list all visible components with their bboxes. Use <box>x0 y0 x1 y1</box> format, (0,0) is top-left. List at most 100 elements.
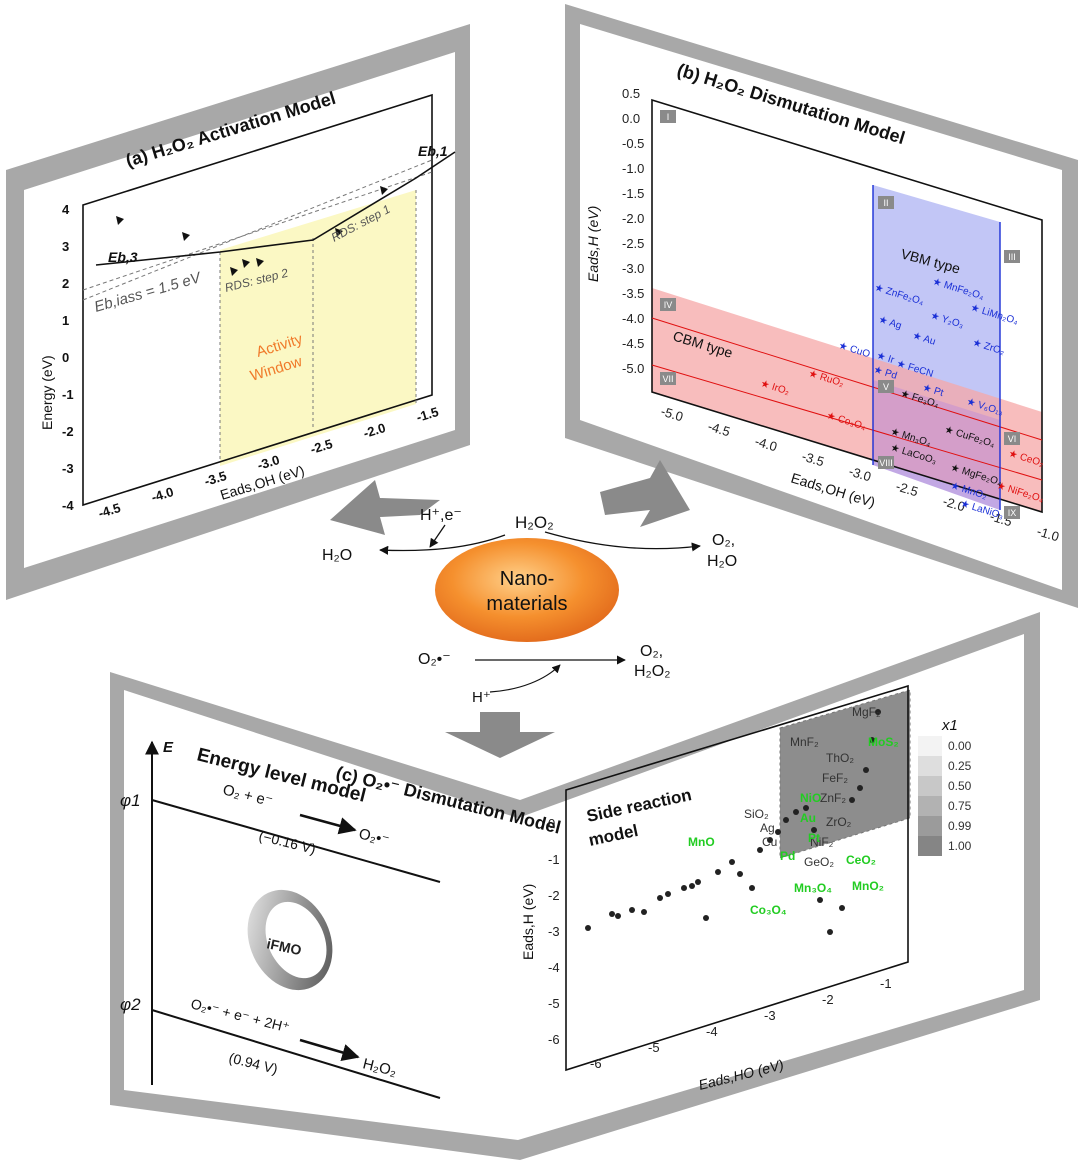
b-xtick: -4.5 <box>706 419 732 440</box>
a-ytick: 1 <box>62 313 69 328</box>
data-triangle <box>256 258 264 267</box>
region-badge <box>1004 250 1020 263</box>
c-ytick: -4 <box>548 960 560 975</box>
h-e-label: H⁺,e⁻ <box>420 507 462 524</box>
o2-radical-label: O₂•⁻ <box>418 651 451 668</box>
region-badge <box>878 196 894 209</box>
c-data-point <box>641 909 647 915</box>
phi2-label: φ2 <box>120 995 141 1014</box>
c-data-point <box>857 785 863 791</box>
region-label: III <box>1008 252 1016 262</box>
a-xtick: -3.5 <box>202 468 228 489</box>
b-ytick: -2.0 <box>622 211 644 226</box>
c-green-label: NiO <box>800 791 821 805</box>
a-ytick: -2 <box>62 424 74 439</box>
c-green-label: Mn₃O₄ <box>794 881 832 895</box>
data-triangle <box>230 267 238 276</box>
b-xtick: -3.0 <box>847 464 873 485</box>
c-green-label: MoS₂ <box>868 735 899 749</box>
core-label-1: Nano- <box>500 568 554 590</box>
a-xtick: -2.5 <box>308 436 334 457</box>
data-triangle <box>380 186 388 195</box>
region-label: V <box>883 382 889 392</box>
data-triangle <box>335 228 343 237</box>
a-ytick: -3 <box>62 461 74 476</box>
c-data-point <box>615 913 621 919</box>
legend-swatch <box>918 816 942 836</box>
nanomaterials-core <box>435 538 619 642</box>
c-green-label: MnO₂ <box>852 879 884 893</box>
side-reaction-region <box>779 689 911 859</box>
a-xtick: -4.5 <box>96 500 122 521</box>
legend-swatch <box>918 796 942 816</box>
a-ytick: -4 <box>62 498 74 513</box>
c-data-point <box>757 847 763 853</box>
eb1-label: Eb,1 <box>418 143 448 159</box>
region-badge <box>660 372 676 385</box>
c-data-point <box>827 929 833 935</box>
c-gray-label: Cu <box>762 835 777 849</box>
a-xtick: -1.5 <box>414 404 440 425</box>
c-data-point <box>665 891 671 897</box>
o2-label-2: O₂, <box>640 643 663 660</box>
data-triangle <box>182 232 190 241</box>
ifmo-logo-text: iFMO <box>265 935 303 958</box>
panel-b: (b) H₂O₂ Dismutation Model Eads,H (eV) E… <box>565 4 1078 608</box>
c-xtick: -6 <box>590 1056 602 1071</box>
c-gray-label: GeO₂ <box>804 855 834 869</box>
region-badge <box>660 298 676 311</box>
h-plus-label: H⁺ <box>472 689 491 706</box>
c-data-point <box>715 869 721 875</box>
arrow-to-panel-c <box>445 712 555 758</box>
c-gray-label: SiO₂ <box>744 807 769 821</box>
o2-label: O₂, <box>712 532 735 549</box>
c-xtick: -5 <box>648 1040 660 1055</box>
c-data-point <box>767 837 773 843</box>
c-gray-label: ZrO₂ <box>826 815 852 829</box>
c-data-point <box>849 797 855 803</box>
h2o2-label-2: H₂O₂ <box>634 663 670 680</box>
b-ytick: -3.0 <box>622 261 644 276</box>
c-data-point <box>681 885 687 891</box>
b-ytick: -0.5 <box>622 136 644 151</box>
region-label: IX <box>1008 508 1017 518</box>
h2o-label-2: H₂O <box>707 553 737 570</box>
a-xtick: -2.0 <box>361 420 387 441</box>
h2o2-label: H₂O₂ <box>515 513 554 532</box>
legend-swatch <box>918 756 942 776</box>
b-ytick: 0.5 <box>622 86 640 101</box>
legend-label: 0.25 <box>948 759 972 773</box>
c-gray-label: FeF₂ <box>822 771 848 785</box>
region-badge <box>1004 432 1020 445</box>
c-data-point <box>703 915 709 921</box>
b-xtick: -2.5 <box>894 479 920 500</box>
c-data-point <box>875 709 881 715</box>
c-data-point <box>737 871 743 877</box>
c-gray-label: ThO₂ <box>826 751 854 765</box>
energy-curve <box>95 151 456 266</box>
c-data-point <box>775 829 781 835</box>
b-ytick: 0.0 <box>622 111 640 126</box>
rxn1-product: O₂•⁻ <box>357 825 391 849</box>
a-ytick: 0 <box>62 350 69 365</box>
c-data-point <box>657 895 663 901</box>
region-label: VI <box>1008 434 1017 444</box>
b-xtick: -2.0 <box>941 494 967 515</box>
c-gray-label: NiF₂ <box>810 835 834 849</box>
c-data-point <box>609 911 615 917</box>
c-data-point <box>783 817 789 823</box>
arrow-to-panel-a <box>330 480 440 535</box>
c-ytick: -1 <box>548 852 560 867</box>
a-ytick: 3 <box>62 239 69 254</box>
phi1-label: φ1 <box>120 791 141 810</box>
c-xtick: -4 <box>706 1024 718 1039</box>
b-ytick: -2.5 <box>622 236 644 251</box>
c-data-point <box>629 907 635 913</box>
center-hub: Nano- materials H⁺,e⁻ H₂O₂ H₂O O₂, H₂O O… <box>322 460 737 758</box>
c-green-label: MnO <box>688 835 715 849</box>
c-xtick: -1 <box>880 976 892 991</box>
region-badge <box>1004 506 1020 519</box>
region-label: VII <box>662 374 673 384</box>
ifmo-logo: iFMO <box>247 889 333 991</box>
